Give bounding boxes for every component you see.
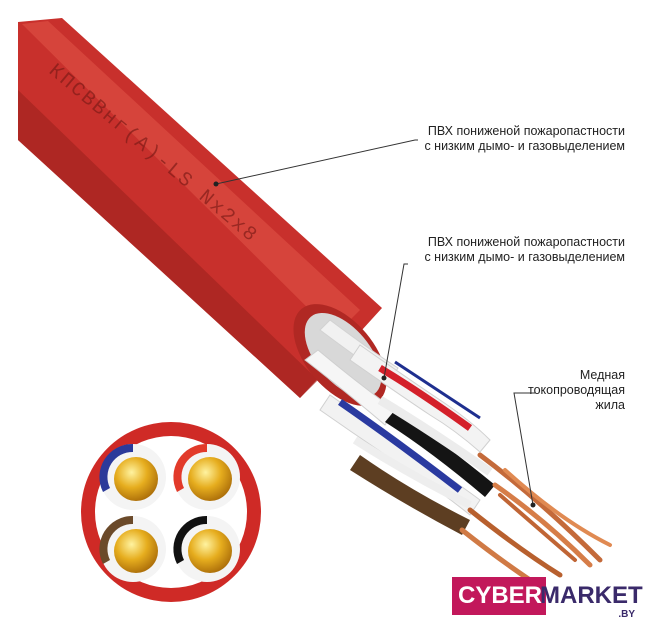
callout-inner-insulation: ПВХ пониженой пожаропастности с низким д… (424, 235, 625, 265)
cable-jacket-shadow (18, 90, 318, 398)
leader-dot-inner (381, 375, 387, 381)
pair-black (385, 410, 495, 497)
leader-dot-outer (213, 181, 219, 187)
stripe-red (378, 364, 473, 431)
jacket-opening (304, 312, 382, 398)
pair-black-white (377, 396, 493, 476)
core-black-conductor (188, 529, 232, 573)
cable-jacket (18, 18, 382, 398)
callout-outer-line-1: ПВХ пониженой пожаропастности (427, 124, 625, 138)
callout-outer-line-2: с низким дымо- и газовыделением (424, 139, 625, 153)
callout-inner-line-1: ПВХ пониженой пожаропастности (427, 235, 625, 249)
leader-core (513, 392, 535, 506)
callout-core-line-1: Медная (579, 368, 625, 382)
callout-core-line-2: токопроводящая (527, 383, 625, 397)
core-blue-stripe (99, 443, 133, 492)
leader-inner (383, 263, 408, 379)
core-blue-conductor (114, 457, 158, 501)
leader-dot-core (530, 502, 536, 508)
leader-outer (215, 139, 418, 185)
pair-brown-white (352, 436, 472, 509)
stripe-blue (338, 399, 463, 493)
pair-brown (350, 455, 470, 535)
logo-tld: .BY (618, 609, 635, 620)
core-brown-conductor (114, 529, 158, 573)
cable-jacket-highlight (22, 21, 360, 335)
logo-cyber: CYBER (452, 577, 547, 615)
watermark-logo: CYBER MARKET .BY (452, 577, 643, 623)
core-black-stripe (173, 515, 207, 564)
cross-section-inset (81, 422, 261, 602)
stripe-red-2 (394, 360, 481, 420)
logo-market: MARKET (540, 582, 643, 609)
callout-core-line-3: жила (595, 398, 625, 412)
callout-outer-sheath: ПВХ пониженой пожаропастности с низким д… (424, 124, 625, 154)
copper-conductors (459, 452, 612, 583)
core-red-conductor (188, 457, 232, 501)
core-red-stripe (173, 443, 207, 492)
callout-inner-line-2: с низким дымо- и газовыделением (424, 250, 625, 264)
core-brown-stripe (99, 515, 133, 564)
leader-lines (215, 139, 535, 506)
callout-conductor: Медная токопроводящая жила (528, 368, 625, 413)
